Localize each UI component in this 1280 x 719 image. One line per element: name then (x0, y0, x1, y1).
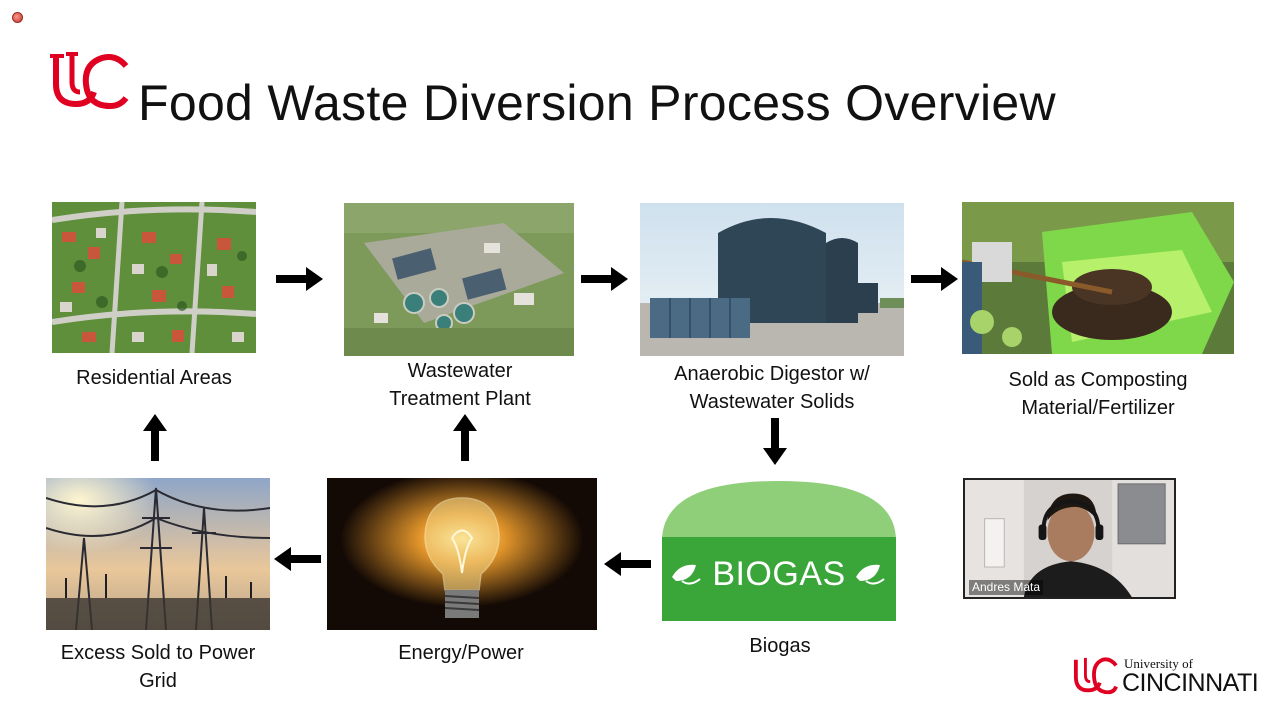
wastewater-caption: Wastewater Treatment Plant (389, 360, 531, 410)
footer-logo-big-text: CINCINNATI (1122, 669, 1259, 697)
energy-light-bulb-image (327, 478, 597, 630)
composting-caption: Sold as Composting Material/Fertilizer (1008, 369, 1188, 419)
biogas-caption: Biogas (749, 635, 811, 657)
wastewater-plant-image (344, 203, 574, 356)
uc-logo-icon (50, 48, 130, 114)
anaerobic-digestor-image (640, 203, 904, 356)
digestor-caption: Anaerobic Digestor w/ Wastewater Solids (674, 363, 870, 413)
arrow-right-icon (581, 266, 629, 292)
arrow-down-icon (762, 418, 788, 466)
composting-image (962, 202, 1234, 354)
slide-title: Food Waste Diversion Process Overview (138, 75, 1056, 131)
arrow-up-icon (142, 414, 168, 462)
arrow-up-icon (452, 414, 478, 462)
power-grid-caption: Excess Sold to Power Grid (60, 642, 256, 692)
residential-areas-image (52, 202, 256, 353)
biogas-sign-text: BIOGAS (712, 555, 846, 593)
university-of-cincinnati-logo: University of CINCINNATI (1072, 654, 1262, 700)
residential-areas-caption: Residential Areas (76, 367, 232, 389)
arrow-left-icon (274, 546, 322, 572)
biogas-image: BIOGAS (660, 481, 898, 628)
participant-name-label: Andres Mata (969, 580, 1044, 595)
energy-caption: Energy/Power (398, 642, 524, 664)
participant-video[interactable]: Andres Mata (963, 478, 1176, 599)
power-grid-image (46, 478, 270, 630)
arrow-right-icon (276, 266, 324, 292)
arrow-left-icon (604, 551, 652, 577)
arrow-right-icon (911, 266, 959, 292)
recording-indicator-icon (12, 12, 23, 23)
uc-logo-small-icon (1073, 657, 1118, 695)
footer-logo-small-text: University of (1124, 656, 1193, 671)
